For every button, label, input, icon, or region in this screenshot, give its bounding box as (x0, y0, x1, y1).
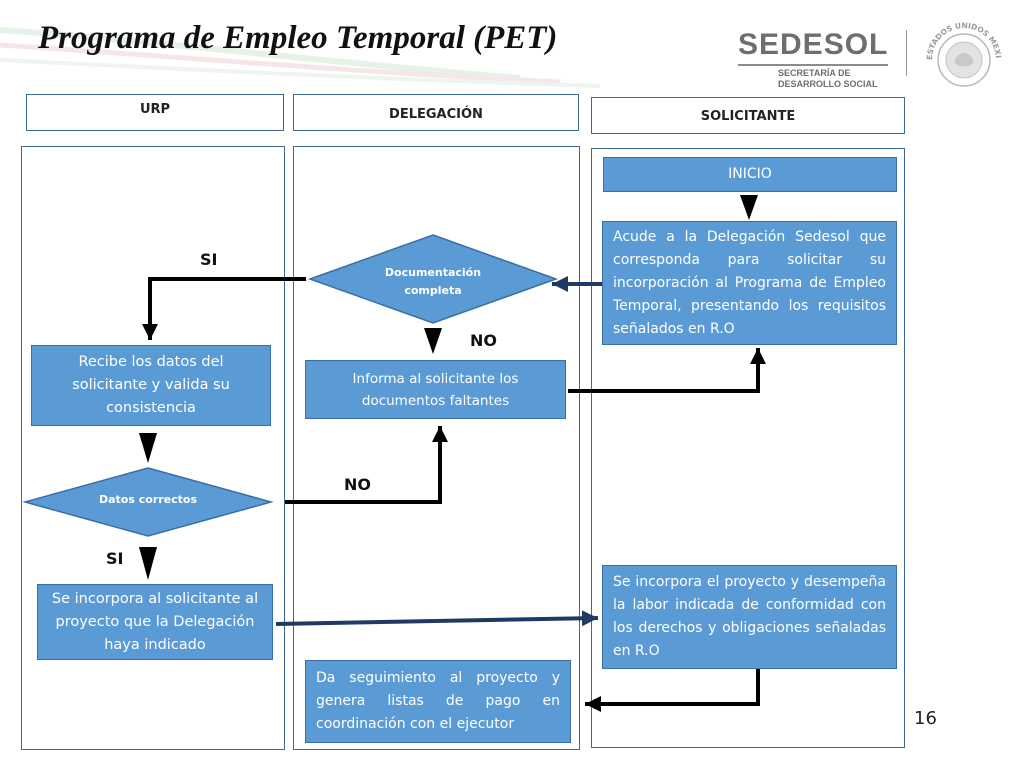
node-incorpora-solicitante-text: Se incorpora el proyecto y desempeña la … (613, 574, 886, 659)
node-informa: Informa al solicitante los documentos fa… (305, 360, 566, 419)
arrow-recibe-datos (139, 433, 157, 463)
arrow-solicitante-seguimiento (585, 666, 760, 712)
node-seguimiento: Da seguimiento al proyecto y genera list… (305, 660, 571, 743)
arrow-documentacion-no-informa (424, 328, 442, 354)
node-recibe: Recibe los datos del solicitante y valid… (31, 345, 271, 426)
node-inicio: INICIO (603, 157, 897, 192)
label-si-datos: SI (106, 549, 124, 568)
label-no-documentacion: NO (470, 331, 497, 350)
decision-datos-correctos (22, 467, 274, 537)
lane-header-solicitante: SOLICITANTE (591, 97, 905, 134)
arrow-incorpora-urp-solicitante (275, 610, 599, 627)
arrow-informa-acude (568, 348, 766, 393)
lane-header-urp: URP (26, 94, 284, 131)
decorative-swoosh (0, 27, 601, 88)
node-incorpora-urp: Se incorpora al solicitante al proyecto … (37, 584, 273, 660)
sedesol-logo: SEDESOL SECRETARÍA DE DESARROLLO SOCIAL (738, 28, 888, 90)
node-acude: Acude a la Delegación Sedesol que corres… (602, 221, 897, 345)
decision-doc-label-1: Documentación (385, 266, 481, 279)
node-acude-text: Acude a la Delegación Sedesol que corres… (613, 228, 886, 337)
decision-documentacion-completa (307, 234, 559, 324)
logo-subtitle-2: DESARROLLO SOCIAL (778, 79, 878, 89)
page-number: 16 (914, 708, 937, 729)
node-seguimiento-text: Da seguimiento al proyecto y genera list… (316, 670, 560, 732)
page-title: Programa de Empleo Temporal (PET) (38, 20, 558, 56)
logo-divider (906, 30, 907, 76)
arrow-datos-si-incorpora (139, 547, 157, 580)
decision-doc-label-2: completa (404, 284, 461, 297)
arrow-datos-no-informa (285, 426, 448, 504)
node-incorpora-solicitante: Se incorpora el proyecto y desempeña la … (602, 565, 897, 669)
logo-wordmark: SEDESOL (738, 28, 889, 61)
decision-datos-label: Datos correctos (99, 493, 197, 506)
mexico-seal-icon: ESTADOS UNIDOS MEXICANOS (922, 16, 1003, 87)
logo-underline (738, 64, 888, 66)
lane-header-delegacion: DELEGACIÓN (293, 94, 579, 131)
label-si-documentacion: SI (200, 250, 218, 269)
label-no-datos: NO (344, 475, 371, 494)
arrow-documentacion-si-recibe (142, 277, 306, 340)
logo-subtitle-1: SECRETARÍA DE (778, 68, 851, 78)
arrow-inicio-acude (740, 195, 758, 220)
